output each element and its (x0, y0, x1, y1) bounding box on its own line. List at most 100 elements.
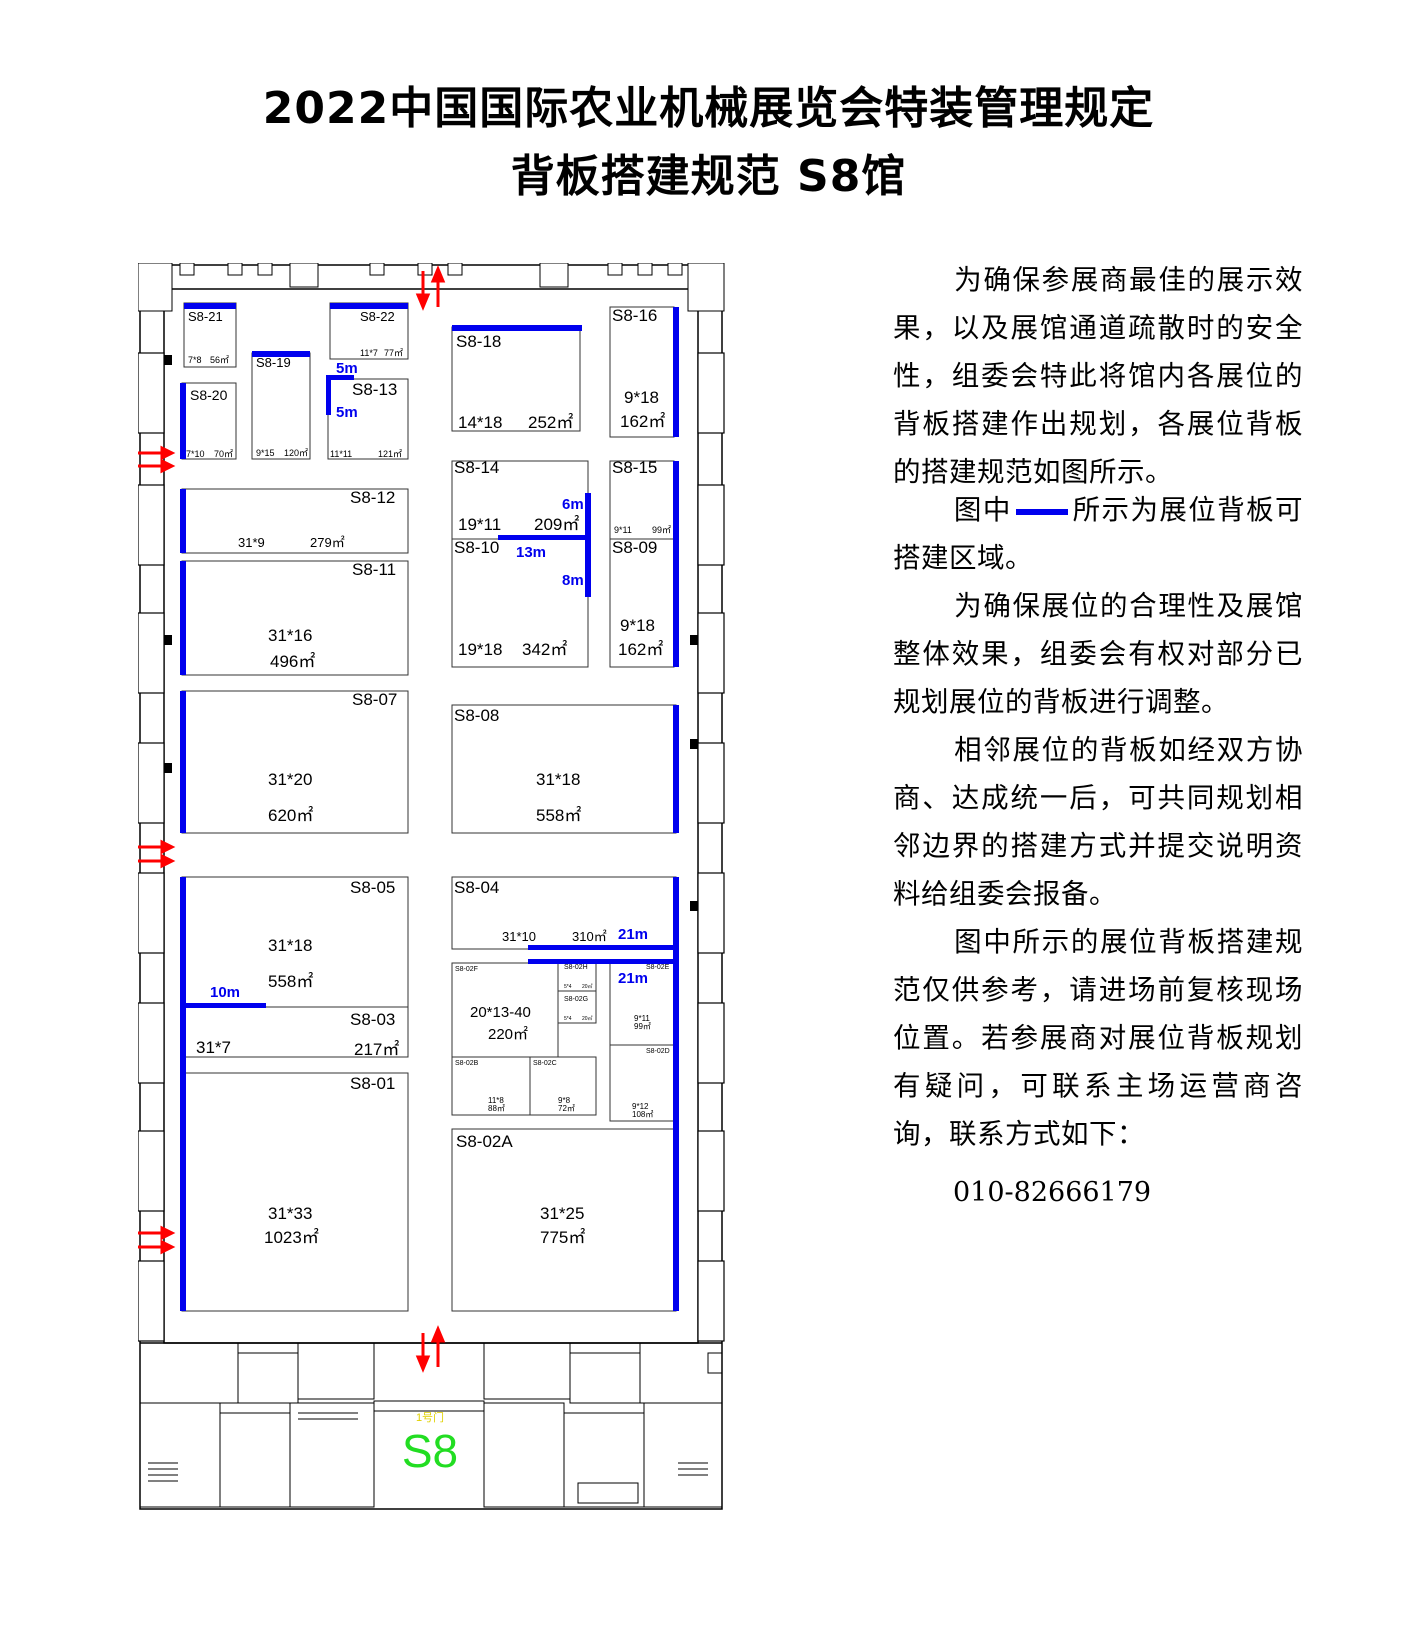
dim-label: 13m (516, 544, 546, 561)
booth-s8-15 (609, 460, 675, 540)
pillars (164, 355, 698, 911)
booth-s8-02a (451, 1128, 677, 1312)
booth-size: 11*8 (488, 1096, 504, 1105)
booth-id: S8-03 (350, 1010, 395, 1029)
booth-id: S8-09 (612, 538, 657, 557)
booth-id: S8-11 (352, 560, 396, 579)
booth-size: 9*18 (624, 388, 659, 407)
booth-id: S8-21 (188, 309, 223, 324)
booth-size: 31*20 (268, 770, 312, 789)
booth-id: S8-16 (612, 306, 657, 325)
booth-size: 31*7 (196, 1038, 231, 1057)
dimension-labels: 5m 5m 6m 13m 8m 21m 21m 10m (210, 360, 648, 1001)
booth-s8-19 (251, 352, 311, 460)
paragraph-3: 为确保展位的合理性及展馆整体效果，组委会有权对部分已规划展位的背板进行调整。 (893, 590, 1303, 718)
contact-phone: 010-82666179 (953, 1177, 1152, 1208)
booth-id: S8-22 (360, 309, 395, 324)
booth-s8-09 (609, 538, 675, 668)
booth-area: 77㎡ (384, 348, 403, 358)
booth-area: 56㎡ (210, 355, 229, 365)
booth-area: 20㎡ (582, 1015, 593, 1022)
page-subtitle: 背板搭建规范 S8馆 (510, 151, 907, 202)
booth-area: 99㎡ (652, 525, 671, 535)
booth-size: 31*18 (536, 770, 580, 789)
booth-area: 70㎡ (214, 449, 233, 459)
booth-size: 9*11 (614, 525, 632, 535)
booth-id: S8-19 (256, 355, 291, 370)
booth-s8-20 (181, 382, 237, 460)
booth-area: 775㎡ (540, 1228, 585, 1247)
booth-area: 220㎡ (488, 1026, 528, 1043)
booth-s8-18 (451, 326, 581, 432)
paragraph-1: 为确保参展商最佳的展示效果，以及展馆通道疏散时的安全性，组委会特此将馆内各展位的… (893, 264, 1303, 488)
service-area (139, 1342, 723, 1508)
booth-area: 209㎡ (534, 515, 579, 534)
booth-area: 558㎡ (268, 972, 313, 991)
booth-s8-07 (181, 690, 409, 834)
booth-s8-08 (451, 704, 677, 834)
gate-label: 1号门 (416, 1410, 444, 1424)
booth-id: S8-02B (455, 1060, 479, 1067)
dim-label: 21m (618, 970, 648, 987)
paragraph-2: 图中所示为展位背板可搭建区域。 (893, 494, 1304, 574)
booth-s8-11 (181, 560, 409, 676)
booth-id: S8-02G (564, 996, 588, 1003)
page-title: 2022中国国际农业机械展览会特装管理规定 (262, 83, 1155, 134)
booth-area: 162㎡ (618, 640, 663, 659)
booth-id: S8-14 (454, 458, 499, 477)
booth-size: 31*18 (268, 936, 312, 955)
booth-size: 7*10 (186, 449, 205, 459)
booth-area: 88㎡ (488, 1104, 505, 1113)
booth-size: 9*8 (558, 1096, 571, 1105)
paragraph-4: 相邻展位的背板如经双方协商、达成统一后，可共同规划相邻边界的搭建方式并提交说明资… (893, 734, 1303, 910)
booth-area: 217㎡ (354, 1040, 399, 1059)
booth-size: 7*8 (188, 355, 202, 365)
booth-area: 496㎡ (270, 652, 315, 671)
booth-size: 5*4 (564, 984, 572, 990)
booth-area: 162㎡ (620, 412, 665, 431)
booth-area: 252㎡ (528, 413, 573, 432)
booth-size: 31*16 (268, 626, 312, 645)
booth-size: 19*11 (458, 515, 501, 534)
booth-id: S8-02C (533, 1060, 557, 1067)
booth-s8-02c (529, 1056, 597, 1116)
backboard-areas (180, 303, 679, 1311)
dim-label: 21m (618, 926, 648, 943)
booth-size: 9*15 (256, 448, 275, 458)
booth-s8-21 (183, 302, 237, 368)
booth-s8-10 (451, 538, 589, 668)
booth-size: 31*25 (540, 1204, 584, 1223)
booth-size: 20*13-40 (470, 1004, 531, 1021)
booth-id: S8-10 (454, 538, 499, 557)
booth-size: 9*11 (634, 1014, 650, 1023)
booth-id: S8-12 (350, 488, 395, 507)
dim-label: 10m (210, 984, 240, 1001)
booth-size: 9*12 (632, 1102, 649, 1111)
paragraph-5: 图中所示的展位背板搭建规范仅供参考，请进场前复核现场位置。若参展商对展位背板规划… (893, 926, 1303, 1150)
booth-area: 99㎡ (634, 1022, 651, 1031)
backboard-legend-swatch (1015, 508, 1068, 515)
booth-size: 5*4 (564, 1016, 572, 1022)
top-wall-details (138, 263, 725, 312)
booth-id: S8-05 (350, 878, 395, 897)
booth-id: S8-02E (646, 964, 670, 971)
hall-floor-plan: 1号门 S8 (138, 263, 725, 1510)
booth-id: S8-02H (564, 964, 588, 971)
booth-size: 31*33 (268, 1204, 312, 1223)
booth-s8-16 (609, 306, 675, 438)
dim-label: 6m (562, 496, 584, 513)
booth-size: 31*10 (502, 929, 536, 944)
booth-s8-22 (329, 302, 409, 360)
booth-area: 558㎡ (536, 806, 581, 825)
booth-s8-02h (557, 962, 597, 992)
booth-id: S8-07 (352, 690, 397, 709)
booth-area: 72㎡ (558, 1104, 575, 1113)
booth-area: 620㎡ (268, 806, 313, 825)
booth-id: S8-18 (456, 332, 501, 351)
booth-id: S8-20 (190, 387, 228, 403)
booth-s8-04 (451, 876, 677, 950)
booth-labels: S8-21 7*8 56㎡ S8-22 11*7 77㎡ S8-20 7*10 … (186, 306, 671, 1247)
booth-size: 9*18 (620, 616, 655, 635)
booth-area: 121㎡ (378, 449, 402, 459)
dim-label: 5m (336, 360, 358, 377)
